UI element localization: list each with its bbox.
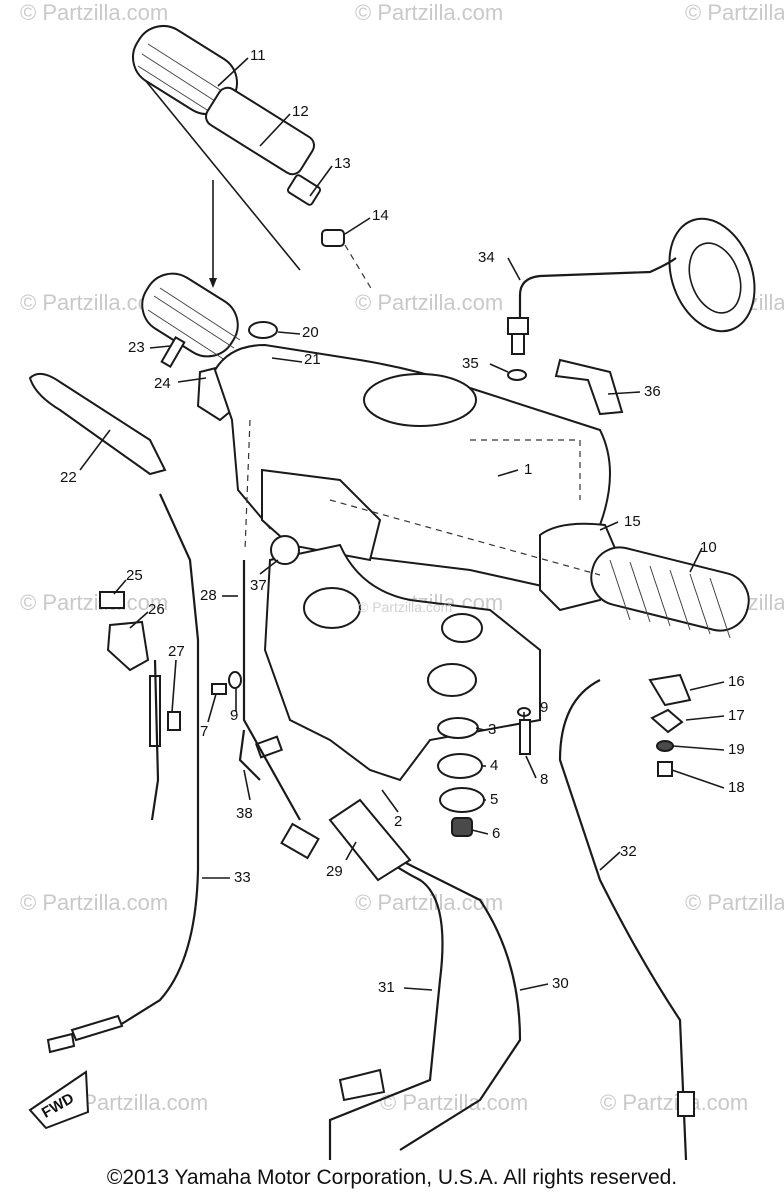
callout-leaders (79, 57, 725, 991)
callout: 37 (250, 577, 267, 594)
callout: 10 (700, 539, 717, 556)
callout: 12 (292, 103, 309, 120)
clutch-hardware (99, 591, 242, 747)
callout: 20 (302, 324, 319, 341)
nut-35 (507, 369, 527, 381)
callout: 34 (478, 249, 495, 266)
grip-10 (590, 546, 750, 632)
watermark: © Partzilla.com (20, 590, 168, 615)
callout: 28 (200, 587, 217, 604)
speedo-opening (363, 373, 477, 427)
cap-20 (248, 321, 278, 339)
callout: 26 (148, 601, 165, 618)
washer-4 (437, 753, 483, 779)
watermark: © Partzilla.com (355, 0, 503, 25)
watermark: © Partzilla.com (20, 0, 168, 25)
watermark: © Partzilla.com (600, 1090, 748, 1115)
cable-33 (119, 493, 200, 1026)
callout: 4 (490, 757, 498, 774)
lever-22 (28, 372, 167, 476)
callout: 9 (230, 707, 238, 724)
screw-18 (657, 761, 673, 777)
callout: 23 (128, 339, 145, 356)
watermark: © Partzilla.com (355, 890, 503, 915)
bracket-36 (554, 358, 624, 416)
watermark: © Partzilla.com (685, 890, 784, 915)
nut-27 (167, 711, 181, 731)
callout: 32 (620, 843, 637, 860)
cable-32 (558, 679, 688, 1161)
washer-9 (228, 671, 242, 689)
cable-end-13 (286, 174, 322, 206)
callout: 1 (524, 461, 532, 478)
connector-38 (280, 822, 320, 860)
callout: 38 (236, 805, 253, 822)
washer-5 (439, 787, 485, 813)
handlebar-cover (213, 343, 750, 639)
callout: 2 (394, 813, 402, 830)
callout: 27 (168, 643, 185, 660)
screw-7 (211, 683, 227, 695)
bolt-8 (519, 719, 531, 755)
center-watermark: © Partzilla.com (358, 599, 452, 615)
cables (46, 493, 695, 1161)
clip-14 (321, 229, 345, 247)
callout: 35 (462, 355, 479, 372)
nut-6 (451, 817, 473, 837)
callout: 13 (334, 155, 351, 172)
callout: 31 (378, 979, 395, 996)
callout: 11 (250, 47, 266, 64)
callout: 7 (200, 723, 208, 740)
washer-19 (656, 740, 674, 752)
left-grip (141, 272, 239, 358)
callout: 17 (728, 707, 745, 724)
watermark: © Partzilla.com (380, 1090, 528, 1115)
mirror-assembly (507, 217, 756, 381)
wire-38 (238, 729, 261, 781)
callout: 3 (488, 721, 496, 738)
plate-17 (650, 708, 684, 734)
callout-labels: 11 12 13 14 34 20 21 23 35 36 24 22 1 15… (60, 47, 745, 996)
copyright-notice: ©2013 Yamaha Motor Corporation, U.S.A. A… (106, 1166, 678, 1189)
washer-3 (437, 717, 479, 739)
junction-29 (328, 798, 412, 882)
mirror-head (668, 217, 756, 333)
callout: 14 (372, 207, 389, 224)
callout: 8 (540, 771, 548, 788)
callout: 16 (728, 673, 745, 690)
callout: 18 (728, 779, 745, 796)
cable-30 (359, 839, 522, 1151)
cable-26-link (150, 659, 160, 821)
callout: 36 (644, 383, 661, 400)
switch-26 (106, 620, 150, 672)
switch-16 (648, 673, 692, 707)
left-grip-assembly (28, 272, 278, 476)
callout: 19 (728, 741, 745, 758)
callout: 24 (154, 375, 171, 392)
callout: 6 (492, 825, 500, 842)
callout: 29 (326, 863, 343, 880)
housing-2 (263, 543, 541, 782)
callout: 33 (234, 869, 251, 886)
callout: 25 (126, 567, 143, 584)
grommet-37 (270, 535, 300, 565)
callout: 21 (304, 351, 321, 368)
right-grip-assembly (132, 24, 373, 291)
watermark: © Partzilla.com (685, 0, 784, 25)
throttle-tube-12 (205, 86, 315, 176)
callout: 5 (490, 791, 498, 808)
watermark: © Partzilla.com (355, 290, 503, 315)
clip-25 (99, 591, 125, 609)
callout: 22 (60, 469, 77, 486)
callout: 30 (552, 975, 569, 992)
switch-hardware (648, 673, 692, 777)
fwd-arrow: FWD (28, 1070, 90, 1130)
watermark: © Partzilla.com (20, 890, 168, 915)
bolt-23 (160, 336, 186, 368)
callout: 9 (540, 699, 548, 716)
mirror-stem-34 (507, 317, 529, 335)
callout: 15 (624, 513, 641, 530)
